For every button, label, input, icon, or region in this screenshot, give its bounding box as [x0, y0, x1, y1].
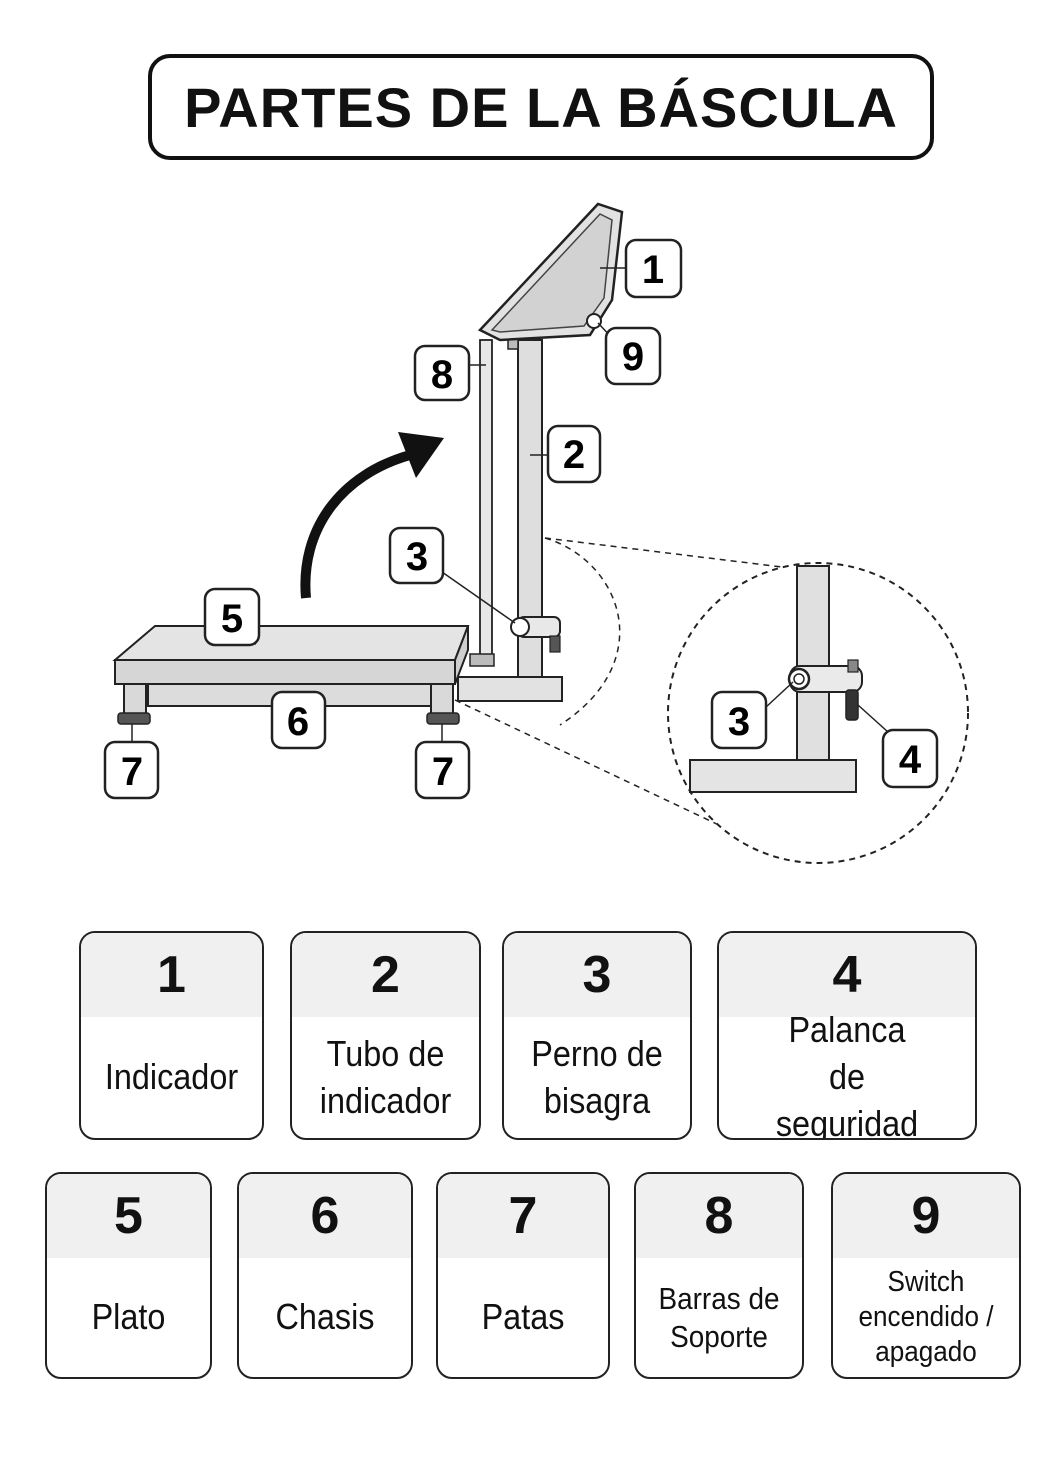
zoom-hinge-pin-inner	[793, 673, 805, 685]
legend-label: Patas	[481, 1296, 565, 1338]
svg-text:2: 2	[563, 433, 585, 477]
legend-number: 7	[438, 1174, 608, 1258]
zoom-tube	[796, 565, 830, 763]
legend-label: Barras de Soporte	[658, 1281, 780, 1354]
svg-text:8: 8	[431, 353, 453, 397]
safety-lever-small	[549, 635, 561, 653]
legend-label: Indicador	[104, 1056, 239, 1098]
power-switch	[586, 313, 602, 329]
callout-3: 3	[388, 526, 445, 585]
callout-8: 8	[413, 344, 471, 402]
legend-card-4: 4 Palanca de seguridad	[717, 931, 977, 1140]
svg-text:7: 7	[121, 750, 143, 794]
svg-text:4: 4	[899, 738, 922, 782]
legend-label: Perno de bisagra	[531, 1032, 663, 1121]
svg-text:5: 5	[221, 597, 243, 641]
plate-top	[112, 625, 470, 661]
legend-number: 8	[636, 1174, 802, 1258]
callout-9: 9	[604, 326, 662, 386]
callout-6: 6	[270, 690, 327, 750]
leader-3	[441, 571, 516, 624]
zoom-guide-line-top	[544, 537, 791, 569]
raise-arrow	[300, 450, 412, 599]
page-title: PARTES DE LA BÁSCULA	[184, 75, 898, 139]
scale-diagram: 1 9 8 2 3 5 6 7 7 3 4	[103, 202, 969, 864]
legend-number: 6	[239, 1174, 411, 1258]
title-box: PARTES DE LA BÁSCULA	[148, 54, 934, 160]
column-base	[457, 676, 563, 702]
legend-card-8: 8 Barras de Soporte	[634, 1172, 804, 1379]
legend-number: 5	[47, 1174, 210, 1258]
callout-7-left: 7	[103, 740, 160, 800]
zoom-safety-lever	[845, 689, 859, 721]
legend-number: 1	[81, 933, 262, 1017]
leader-4	[857, 704, 889, 733]
svg-text:1: 1	[642, 248, 664, 292]
foot-left	[117, 712, 151, 725]
legend-card-1: 1 Indicador	[79, 931, 264, 1140]
legend-label: Tubo de indicador	[319, 1032, 452, 1121]
callout-3-zoom: 3	[710, 690, 768, 750]
zoom-lever-knob	[847, 659, 859, 673]
legend-card-3: 3 Perno de bisagra	[502, 931, 692, 1140]
legend-number: 9	[833, 1174, 1019, 1258]
legend-number: 3	[504, 933, 690, 1017]
small-zoom-arc	[544, 537, 621, 726]
foot-right	[426, 712, 460, 725]
callout-4: 4	[881, 728, 939, 789]
raise-arrow-head	[398, 432, 444, 478]
svg-text:3: 3	[728, 700, 750, 744]
svg-text:7: 7	[432, 750, 454, 794]
zoom-guide-line-bottom	[454, 699, 741, 836]
callout-2: 2	[546, 424, 602, 484]
legend-card-6: 6 Chasis	[237, 1172, 413, 1379]
leg-right	[430, 683, 454, 715]
support-bar	[479, 339, 493, 659]
legend-card-2: 2 Tubo de indicador	[290, 931, 481, 1140]
callout-7-right: 7	[414, 740, 471, 800]
callout-1: 1	[624, 238, 683, 299]
leg-left	[123, 683, 147, 715]
svg-text:9: 9	[622, 335, 644, 379]
legend-card-5: 5 Plato	[45, 1172, 212, 1379]
legend-label: Palanca de seguridad	[775, 1009, 919, 1140]
plate-side	[454, 625, 469, 685]
legend-label: Switch encendido / apagado	[858, 1266, 994, 1368]
hinge-pin	[510, 617, 530, 637]
support-bar-foot	[469, 653, 495, 667]
callout-5: 5	[203, 587, 261, 647]
indicator-face	[490, 213, 613, 333]
legend-label: Plato	[91, 1296, 166, 1338]
legend-label: Chasis	[275, 1296, 375, 1338]
zoom-base	[689, 759, 857, 793]
legend-card-9: 9 Switch encendido / apagado	[831, 1172, 1021, 1379]
plate-front	[114, 659, 456, 685]
legend-card-7: 7 Patas	[436, 1172, 610, 1379]
svg-text:6: 6	[287, 700, 309, 744]
svg-text:3: 3	[406, 535, 428, 579]
legend-number: 4	[719, 933, 975, 1017]
legend-number: 2	[292, 933, 479, 1017]
leader-3-zoom	[764, 681, 794, 709]
